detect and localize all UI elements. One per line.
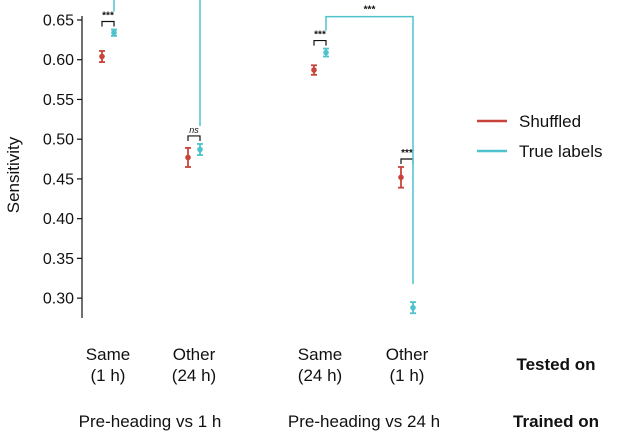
group-label-2: Pre-heading vs 24 h (288, 412, 440, 431)
true-labels-point-1 (197, 146, 203, 153)
true-labels-point-2 (323, 49, 329, 56)
category-sublabel-1: (1 h) (91, 366, 126, 385)
group-label-1: Pre-heading vs 1 h (79, 412, 222, 431)
within-bracket-0 (101, 20, 115, 27)
shuffled-point-1 (185, 154, 191, 161)
trained-on-label: Trained on (513, 412, 599, 431)
y-tick-label-2: 0.40 (43, 211, 74, 228)
across-sig-label-1: *** (364, 5, 376, 16)
y-tick-label-6: 0.60 (43, 52, 74, 69)
tested-on-label: Tested on (516, 355, 595, 374)
legend: Shuffled True labels (477, 112, 602, 161)
y-tick-label-1: 0.35 (43, 251, 74, 268)
legend-label-shuffled: Shuffled (519, 112, 581, 131)
true-labels-point-0 (111, 29, 117, 36)
shuffled-point-0 (99, 53, 105, 60)
y-axis: 0.30 0.35 0.40 0.45 0.50 0.55 0.60 0.65 (43, 12, 83, 318)
y-tick-label-7: 0.65 (43, 12, 74, 29)
true-labels-point-3 (410, 304, 416, 311)
within-sig-label-3: *** (401, 148, 413, 159)
y-tick-label-0: 0.30 (43, 291, 74, 308)
category-sublabel-2: (24 h) (172, 366, 216, 385)
y-tick-label-5: 0.55 (43, 92, 74, 109)
within-bracket-1 (187, 135, 201, 141)
legend-label-true-labels: True labels (519, 142, 602, 161)
y-tick-label-4: 0.50 (43, 132, 74, 149)
y-tick-label-3: 0.45 (43, 171, 74, 188)
shuffled-point-2 (311, 67, 317, 73)
x-category-labels: Same (1 h) Other (24 h) Same (24 h) Othe… (86, 345, 429, 385)
within-bracket-2 (313, 39, 327, 46)
data-marks (99, 28, 416, 315)
category-sublabel-4: (1 h) (390, 366, 425, 385)
y-axis-label: Sensitivity (4, 136, 23, 213)
shuffled-point-3 (398, 174, 404, 181)
category-label-2: Other (173, 345, 216, 364)
within-sig-label-1: ns (189, 125, 199, 135)
within-sig-label-0: *** (102, 11, 114, 22)
category-label-3: Same (298, 345, 342, 364)
across-bracket-1 (325, 15, 414, 285)
across-bracket-0 (113, 0, 201, 126)
category-label-1: Same (86, 345, 130, 364)
significance-brackets: ***ns************ (101, 0, 414, 285)
category-sublabel-3: (24 h) (298, 366, 342, 385)
category-label-4: Other (386, 345, 429, 364)
within-sig-label-2: *** (314, 30, 326, 41)
within-bracket-3 (400, 158, 414, 164)
